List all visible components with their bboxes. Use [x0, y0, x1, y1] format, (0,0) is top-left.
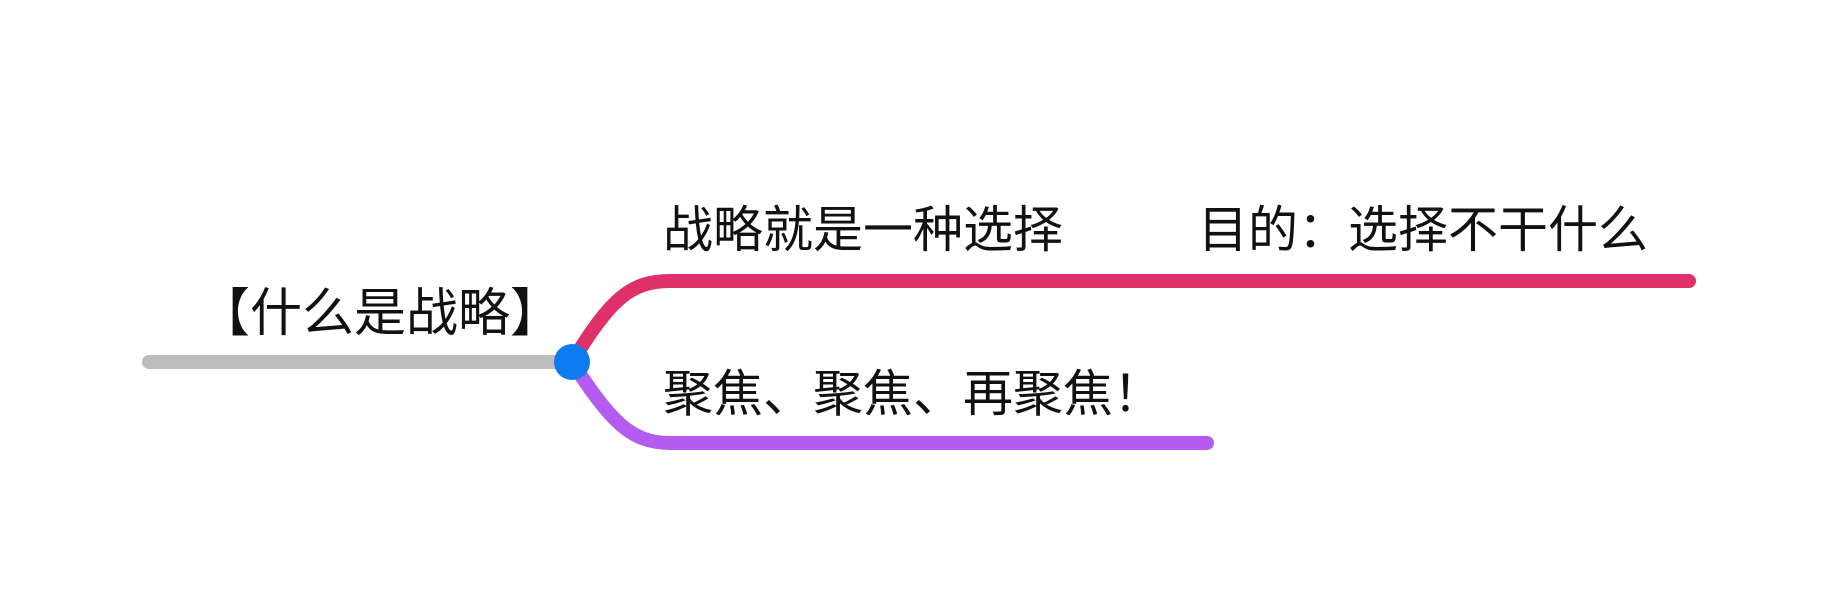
- root-topic[interactable]: 【什么是战略】: [198, 284, 563, 344]
- branch-1-line: [565, 274, 1696, 369]
- branch-topic-1-child-1[interactable]: 目的：选择不干什么: [1198, 201, 1648, 259]
- root-node-handle[interactable]: [554, 344, 590, 380]
- branch-topic-2[interactable]: 聚焦、聚焦、再聚焦！: [663, 365, 1163, 423]
- branch-2-line: [565, 355, 1214, 450]
- branch-topic-1[interactable]: 战略就是一种选择: [663, 201, 1063, 259]
